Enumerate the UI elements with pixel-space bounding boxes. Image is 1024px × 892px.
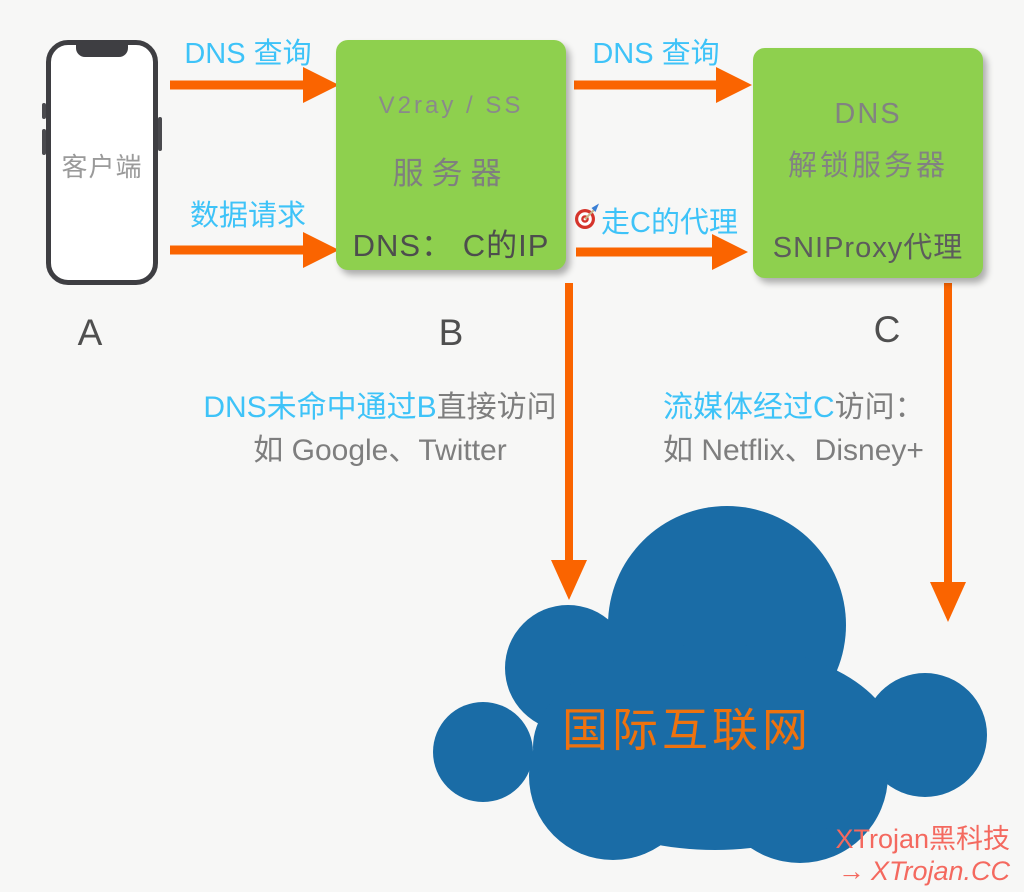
arrow-label-dns-query-2: DNS 查询	[592, 38, 720, 70]
phone-power-button	[158, 117, 162, 151]
caption-direct-access-line2: 如 Google、Twitter	[253, 434, 507, 467]
dart-target-icon	[574, 203, 601, 238]
phone-volume-button	[42, 103, 46, 119]
phone-notch	[76, 44, 128, 57]
caption-right-rest: 访问：	[834, 391, 925, 424]
arrow-client-to-b-dns	[170, 67, 339, 103]
watermark-domain: XTrojan.CC	[870, 856, 1010, 886]
cloud-label: 国际互联网	[562, 704, 812, 756]
caption-left-rest: 直接访问	[436, 391, 557, 424]
watermark-arrow-icon: →	[837, 856, 865, 886]
caption-left-highlight: DNS未命中通过B	[203, 391, 437, 424]
arrow-label-dns-query-1: DNS 查询	[184, 38, 312, 70]
caption-streaming-line1: 流媒体经过C访问：	[663, 386, 993, 429]
arrow-b-to-c-dns	[574, 67, 752, 103]
arrow-client-to-b-data	[170, 232, 339, 268]
server-b-subtitle: V2ray / SS	[378, 92, 524, 119]
client-phone-node: 客户端	[42, 40, 162, 285]
server-c-title-line2: 解锁服务器	[787, 150, 948, 182]
server-c-box: DNS 解锁服务器 SNIProxy代理	[753, 48, 983, 278]
caption-direct-access: DNS未命中通过B直接访问 如 Google、Twitter	[176, 386, 584, 472]
watermark-line1: XTrojan黑科技	[835, 824, 1010, 854]
node-tag-b: B	[438, 312, 464, 353]
caption-streaming-line2: 如 Netflix、Disney+	[663, 434, 924, 467]
server-b-box: V2ray / SS 服务器 DNS： C的IP	[336, 40, 566, 270]
arrow-label-via-c-proxy: 走C的代理	[574, 199, 738, 241]
server-b-title: 服务器	[392, 156, 510, 191]
node-tag-c: C	[873, 309, 901, 350]
node-tag-a: A	[77, 312, 103, 353]
client-label: 客户端	[61, 152, 143, 182]
caption-streaming-via-c: 流媒体经过C访问： 如 Netflix、Disney+	[663, 386, 993, 472]
arrow-c-to-cloud	[930, 283, 966, 622]
caption-right-highlight: 流媒体经过C	[663, 391, 835, 424]
arrow-label-data-request: 数据请求	[189, 200, 306, 232]
server-b-dns-note: DNS： C的IP	[352, 228, 550, 263]
watermark-line2: →XTrojan.CC	[835, 855, 1010, 887]
internet-cloud	[433, 506, 987, 863]
server-c-proxy-note: SNIProxy代理	[772, 232, 964, 264]
phone-volume-button	[42, 129, 46, 155]
arrow-b-to-c-proxy	[576, 234, 748, 270]
arrow-b-to-cloud	[551, 283, 587, 600]
caption-direct-access-line1: DNS未命中通过B直接访问	[176, 386, 584, 429]
arrow-label-via-c-proxy-text: 走C的代理	[601, 207, 738, 239]
watermark: XTrojan黑科技 →XTrojan.CC	[835, 823, 1010, 887]
server-c-title-line1: DNS	[834, 98, 902, 130]
